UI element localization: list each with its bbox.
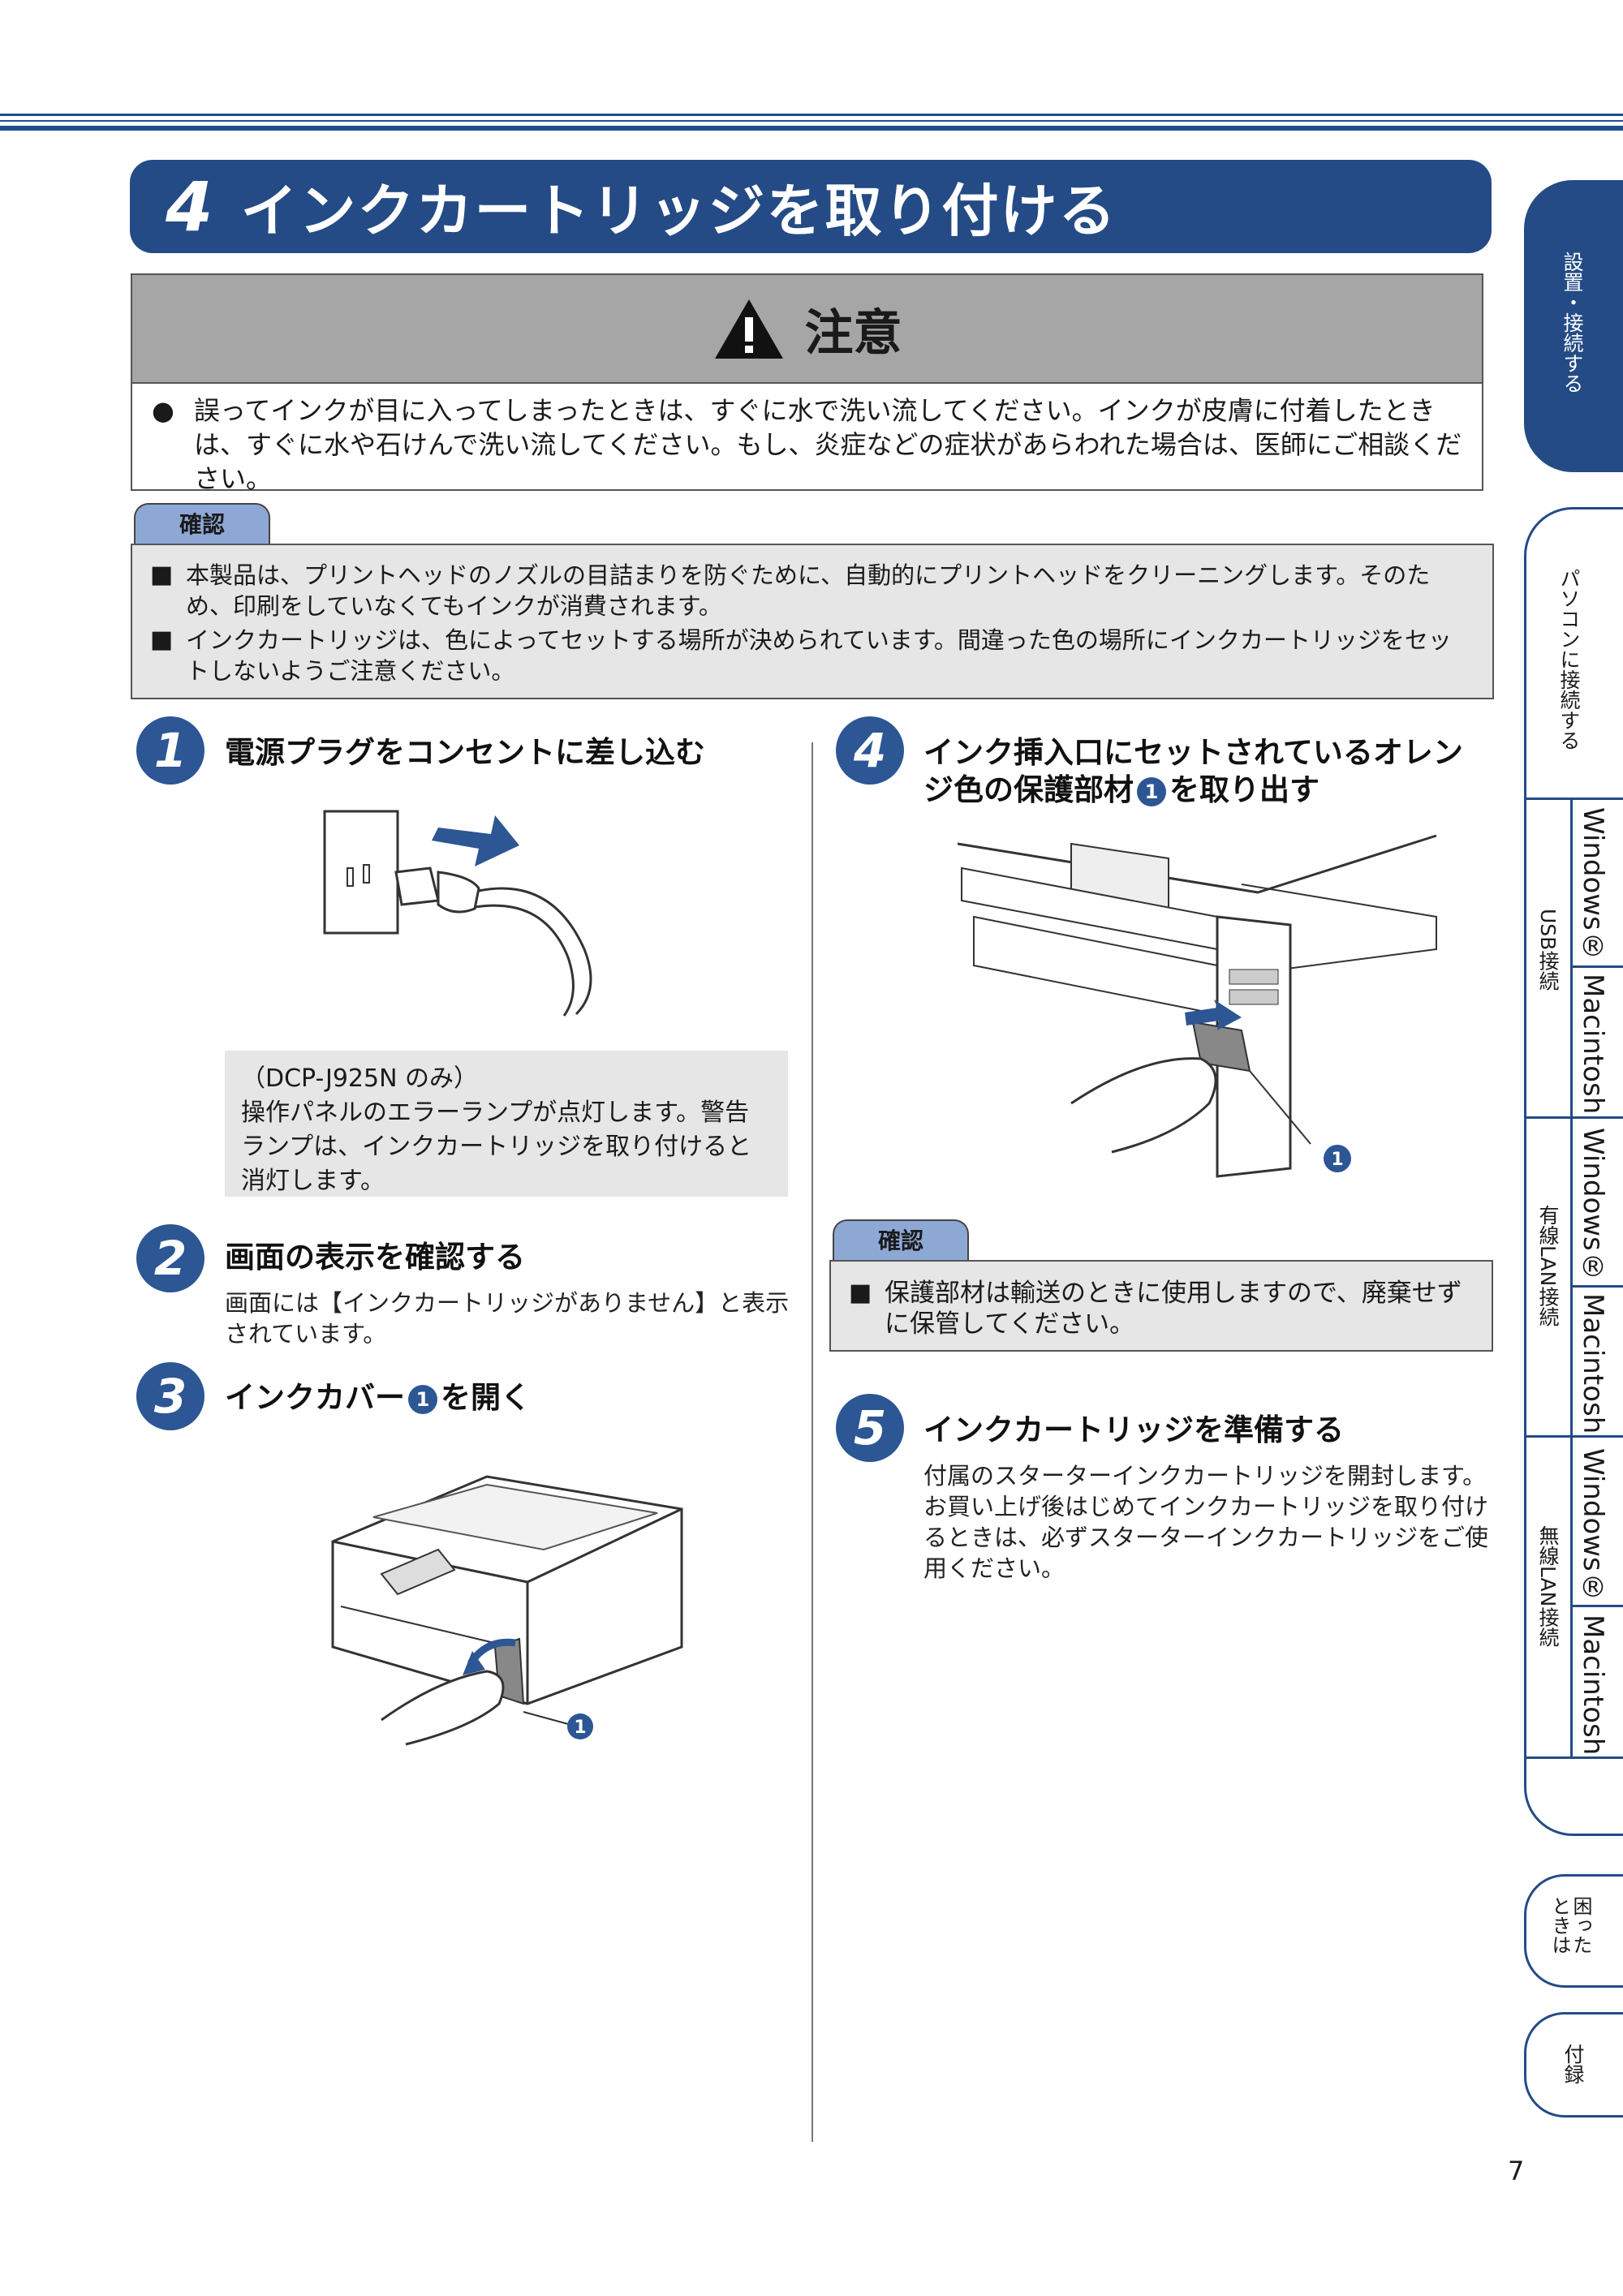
column-divider bbox=[812, 742, 813, 2142]
note-text: 操作パネルのエラーランプが点灯します。警告ランプは、インクカートリッジを取り付け… bbox=[241, 1099, 752, 1195]
sidebar-wireless-windows[interactable]: Windows® bbox=[1577, 1448, 1609, 1604]
callout-badge: 1 bbox=[408, 1384, 437, 1414]
section-number: 4 bbox=[166, 166, 213, 247]
sidebar-wired-windows[interactable]: Windows® bbox=[1577, 1128, 1609, 1283]
kakunin-tab: 確認 bbox=[134, 503, 270, 545]
kakunin-box: ■ 保護部材は輸送のときに使用しますので、廃棄せずに保管してください。 bbox=[829, 1260, 1493, 1352]
caution-text: 誤ってインクが目に入ってしまったときは、すぐに水で洗い流してください。インクが皮… bbox=[194, 395, 1462, 494]
step-5-text: 付属のスターターインクカートリッジを開封します。お買い上げ後はじめてインクカート… bbox=[923, 1462, 1489, 1582]
section-title-banner: 4 インクカートリッジを取り付ける bbox=[130, 160, 1492, 253]
callout-number: 1 bbox=[1331, 1150, 1343, 1170]
kakunin-item: ■ 本製品は、プリントヘッドのノズルの目詰まりを防ぐために、自動的にプリントヘッ… bbox=[150, 561, 1431, 620]
sidebar-separator bbox=[1524, 1435, 1623, 1438]
warning-icon bbox=[714, 299, 783, 359]
step-3-number: 3 bbox=[136, 1362, 204, 1430]
step-5-title: インクカートリッジを準備する bbox=[923, 1412, 1344, 1447]
bullet-icon: ● bbox=[152, 395, 174, 426]
step-1-note: （DCP-J925N のみ） 操作パネルのエラーランプが点灯します。警告ランプは… bbox=[225, 1051, 788, 1197]
step-1-title: 電源プラグをコンセントに差し込む bbox=[225, 735, 705, 770]
sidebar-wireless-macintosh[interactable]: Macintosh bbox=[1577, 1615, 1609, 1756]
top-rule bbox=[0, 114, 1623, 116]
sidebar-tab-pc[interactable] bbox=[1524, 507, 1623, 1836]
square-bullet-icon: ■ bbox=[150, 626, 174, 654]
sidebar-pc-label: パソコンに接続する bbox=[1557, 568, 1581, 750]
step-4-number: 4 bbox=[836, 716, 904, 785]
caution-box: 注意 ● 誤ってインクが目に入ってしまったときは、すぐに水で洗い流してください。… bbox=[131, 273, 1483, 494]
top-rule bbox=[0, 126, 1623, 131]
kakunin-tab: 確認 bbox=[833, 1219, 969, 1262]
power-plug-illustration bbox=[323, 810, 592, 1017]
sidebar-separator bbox=[1524, 1116, 1623, 1119]
section-title: インクカートリッジを取り付ける bbox=[240, 178, 1117, 244]
sidebar-wired-macintosh[interactable]: Macintosh bbox=[1577, 1293, 1609, 1434]
step-5-number: 5 bbox=[836, 1394, 904, 1462]
callout-number: 1 bbox=[574, 1718, 586, 1738]
page-number: 7 bbox=[1508, 2156, 1525, 2186]
sidebar-usb-macintosh[interactable]: Macintosh bbox=[1577, 974, 1609, 1115]
printer-ink-cover-illustration: 1 bbox=[331, 1475, 683, 1746]
sidebar-separator bbox=[1570, 965, 1623, 968]
sidebar-vertical-separator bbox=[1570, 798, 1573, 1756]
square-bullet-icon: ■ bbox=[849, 1279, 872, 1307]
step-2-title: 画面の表示を確認する bbox=[225, 1240, 525, 1275]
ink-slot-protector-illustration: 1 bbox=[957, 834, 1437, 1178]
sidebar-separator bbox=[1524, 1756, 1623, 1759]
sidebar-separator bbox=[1570, 1285, 1623, 1288]
step-2-text: 画面には【インクカートリッジがありません】と表示されています。 bbox=[225, 1289, 790, 1348]
sidebar-usb-label: USB接続 bbox=[1536, 909, 1560, 991]
sidebar-separator bbox=[1570, 1605, 1623, 1607]
kakunin-item: ■ インクカートリッジは、色によってセットする場所が決められています。間違った色… bbox=[150, 626, 1452, 685]
step-1-number: 1 bbox=[136, 716, 204, 785]
sidebar-tab-trouble[interactable]: 困ったときは bbox=[1524, 1874, 1623, 1988]
kakunin-box: ■ 本製品は、プリントヘッドのノズルの目詰まりを防ぐために、自動的にプリントヘッ… bbox=[131, 544, 1494, 699]
sidebar-usb-windows[interactable]: Windows® bbox=[1577, 807, 1609, 963]
note-model: （DCP-J925N のみ） bbox=[241, 1064, 479, 1093]
top-rule bbox=[0, 120, 1623, 122]
square-bullet-icon: ■ bbox=[150, 561, 174, 589]
caution-label: 注意 bbox=[804, 304, 902, 362]
sidebar-wireless-label: 無線LAN接続 bbox=[1536, 1525, 1560, 1648]
sidebar-wired-label: 有線LAN接続 bbox=[1536, 1205, 1560, 1327]
sidebar-tab-appendix[interactable]: 付録 bbox=[1524, 2012, 1623, 2118]
sidebar-separator bbox=[1524, 798, 1623, 800]
sidebar-tab-install[interactable]: 設置・接続する bbox=[1524, 180, 1623, 472]
callout-badge: 1 bbox=[1137, 776, 1166, 806]
step-2-number: 2 bbox=[136, 1224, 204, 1292]
kakunin-item: ■ 保護部材は輸送のときに使用しますので、廃棄せずに保管してください。 bbox=[849, 1279, 1462, 1339]
caution-header: 注意 bbox=[132, 275, 1482, 384]
